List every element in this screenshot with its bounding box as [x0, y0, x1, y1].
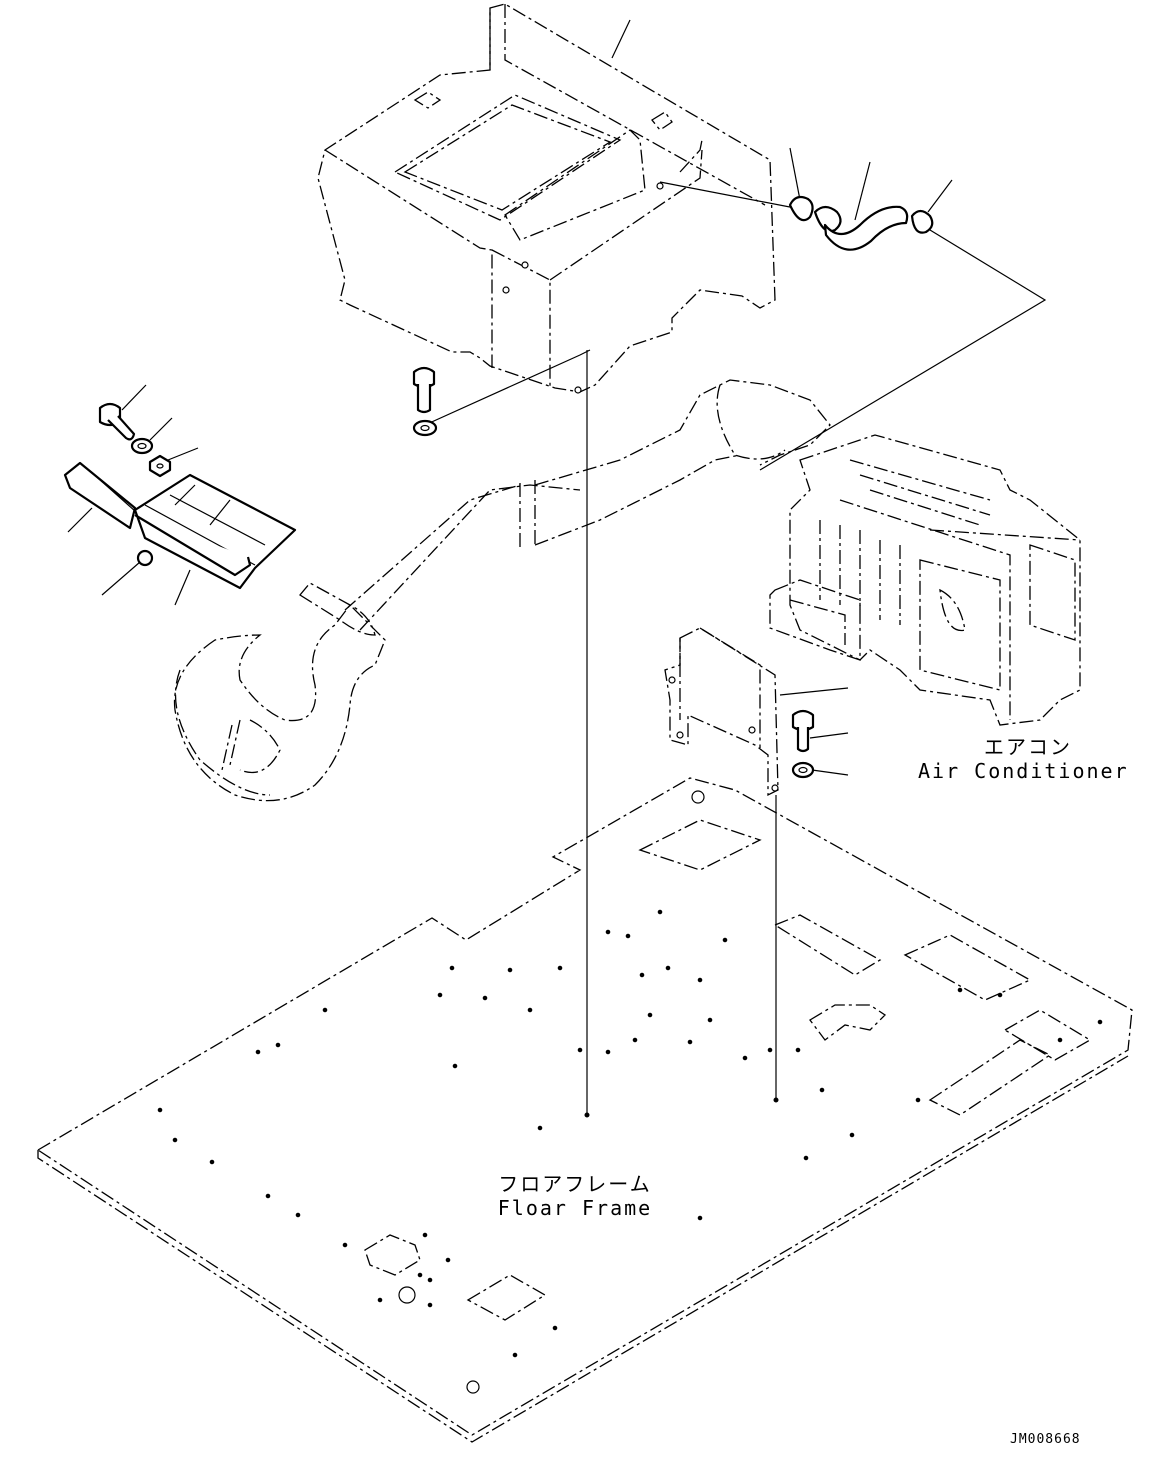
- bolt-washer-right: [791, 709, 849, 779]
- air-duct: [173, 379, 831, 802]
- floor-frame-label-jp: フロアフレーム: [498, 1172, 652, 1196]
- bolt-washer-upper: [412, 366, 438, 437]
- drawing-code: JM008668: [1010, 1432, 1081, 1447]
- floor-frame-label-en: Floar Frame: [497, 1196, 653, 1220]
- cover-plate: [664, 627, 849, 797]
- reference-lines: [584, 350, 779, 1118]
- floor-frame: [36, 777, 1133, 1443]
- floor-holes: [157, 909, 1103, 1358]
- console-box: [317, 3, 776, 394]
- air-conditioner-unit: [769, 434, 1081, 726]
- bracket-parts-left: [63, 384, 297, 606]
- leader-lines-upper: [424, 19, 1047, 471]
- air-conditioner-label-en: Air Conditioner: [918, 759, 1129, 783]
- air-conditioner-label-jp: エアコン: [984, 735, 1072, 759]
- drain-hose-assembly: [788, 195, 934, 251]
